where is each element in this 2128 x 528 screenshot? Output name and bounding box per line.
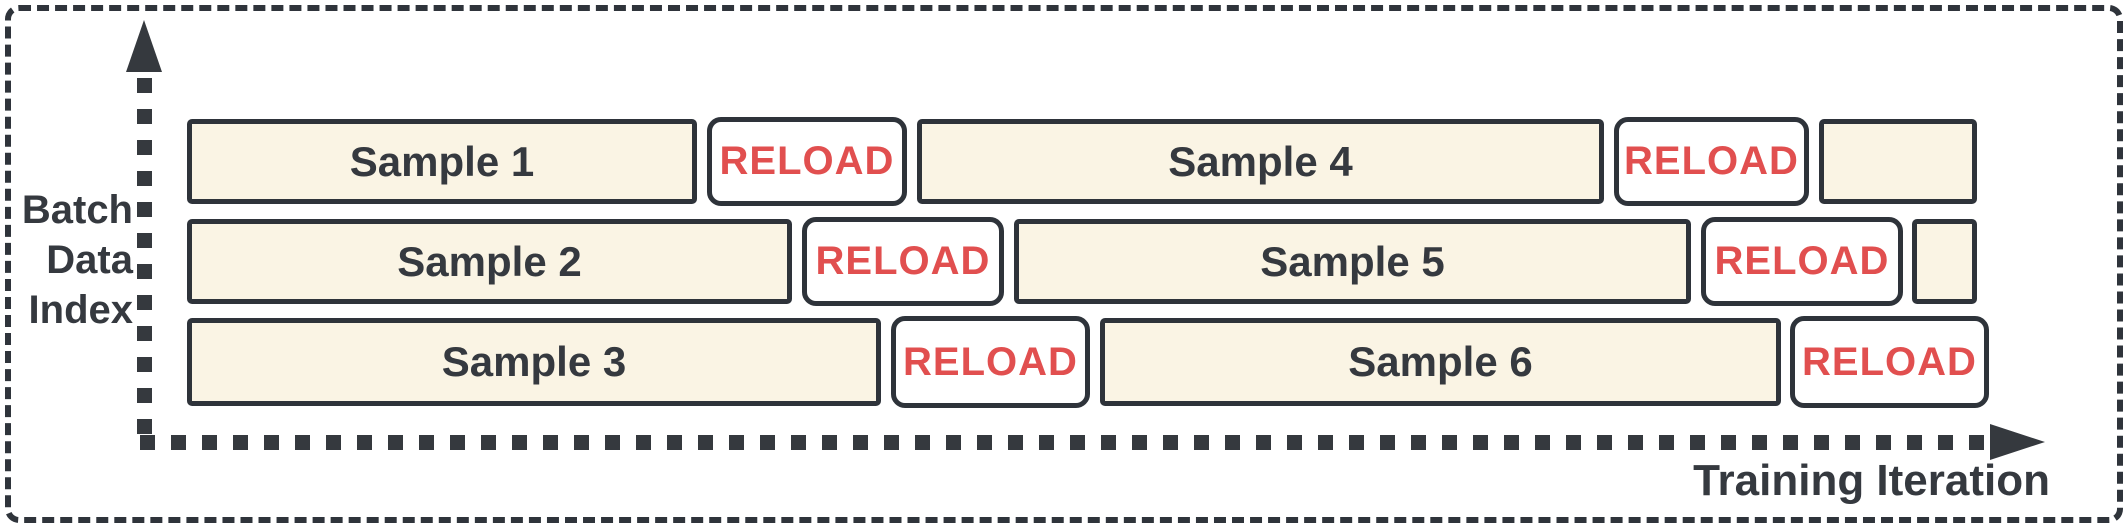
- y-axis-arrow-icon: [126, 20, 162, 72]
- block-sample-1: Sample 1: [187, 119, 697, 204]
- block-label: RELOAD: [1624, 139, 1799, 183]
- block-sample-4: Sample 4: [917, 119, 1604, 204]
- block-reload: RELOAD: [1790, 316, 1989, 408]
- y-axis-label-line-3: Index: [28, 288, 133, 332]
- block-sample-3: Sample 3: [187, 318, 881, 406]
- y-axis-label: Batch Data Index: [22, 185, 133, 335]
- block-filler: [1819, 119, 1977, 204]
- block-sample-5: Sample 5: [1014, 219, 1691, 304]
- block-label: RELOAD: [815, 239, 991, 283]
- block-label: RELOAD: [719, 139, 895, 183]
- block-reload: RELOAD: [1701, 217, 1903, 306]
- x-axis-line: [140, 435, 1990, 450]
- block-label: Sample 6: [1348, 338, 1533, 385]
- block-label: Sample 1: [349, 137, 535, 185]
- y-axis-label-line-2: Data: [46, 238, 133, 282]
- block-reload: RELOAD: [707, 117, 907, 206]
- block-sample-2: Sample 2: [187, 219, 792, 304]
- block-reload: RELOAD: [1614, 117, 1809, 206]
- block-filler: [1912, 219, 1977, 304]
- x-axis-label: Training Iteration: [1693, 456, 2050, 505]
- x-axis-arrow-icon: [1990, 424, 2045, 460]
- block-label: Sample 3: [441, 338, 627, 385]
- y-axis-label-line-1: Batch: [21, 188, 133, 232]
- block-label: RELOAD: [903, 339, 1078, 384]
- block-label: Sample 5: [1260, 237, 1445, 285]
- block-label: RELOAD: [1802, 339, 1977, 384]
- block-sample-6: Sample 6: [1100, 318, 1781, 406]
- block-label: RELOAD: [1714, 239, 1890, 283]
- block-reload: RELOAD: [891, 316, 1090, 408]
- block-label: Sample 4: [1168, 137, 1353, 185]
- block-reload: RELOAD: [802, 217, 1004, 306]
- block-label: Sample 2: [397, 237, 582, 285]
- y-axis-line: [137, 78, 152, 450]
